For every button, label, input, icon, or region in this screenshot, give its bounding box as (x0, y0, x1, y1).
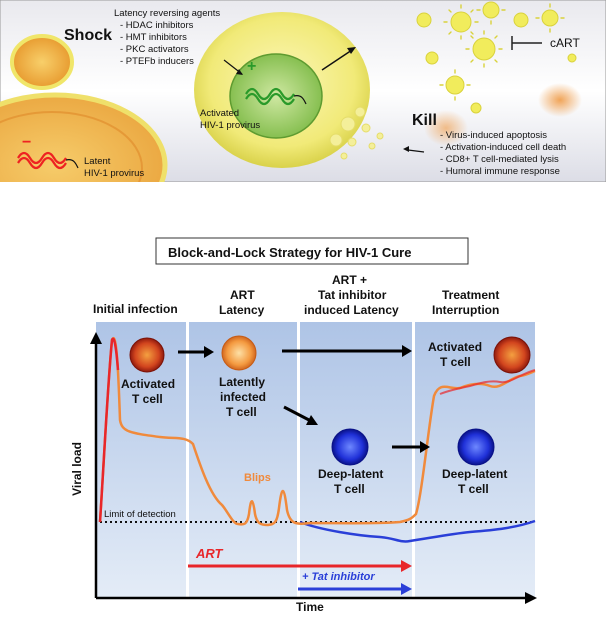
blips-label: Blips (244, 472, 271, 484)
cell-label-latently-infected: Latently (219, 375, 266, 389)
virion-icons (416, 1, 577, 114)
phase-label-art: Latency (219, 303, 265, 317)
kill-item: - Activation-induced cell death (440, 142, 567, 153)
arrow-to-deep-latency (283, 405, 310, 422)
art-label: ART (196, 546, 223, 561)
shock-label: Shock (64, 27, 113, 44)
cell-label-latently-infected: infected (220, 390, 267, 404)
lra-item: - HMT inhibitors (120, 32, 187, 43)
x-axis-label: Time (296, 600, 324, 614)
orange-cell-icon (10, 34, 74, 90)
phase-label-tat: induced Latency (304, 303, 399, 317)
latently-infected-t-cell-icon (221, 335, 257, 371)
cell-label-deep-latent: T cell (334, 482, 365, 496)
cell-label-deep-latent-2: T cell (458, 482, 489, 496)
lra-item: - PKC activators (120, 44, 189, 55)
kill-item: - Humoral immune response (440, 166, 560, 177)
cell-label-activated-2: T cell (440, 355, 471, 369)
shock-and-kill-panel: Shock Latency reversing agents - HDAC in… (0, 0, 606, 182)
phase-label-tat: Tat inhibitor (318, 288, 387, 302)
tat-inhibitor-label: + Tat inhibitor (302, 571, 375, 583)
cell-label-latently-infected: T cell (226, 405, 257, 419)
red-curve (98, 337, 120, 523)
limit-of-detection-label: Limit of detection (104, 509, 176, 520)
diagram-title: Block-and-Lock Strategy for HIV-1 Cure (168, 245, 412, 260)
kill-item: - CD8+ T cell-mediated lysis (440, 154, 559, 165)
lra-title: Latency reversing agents (114, 8, 221, 19)
cell-label-deep-latent-2: Deep-latent (442, 467, 508, 481)
nucleus-icon (229, 53, 323, 139)
lra-item: - PTEFb inducers (120, 56, 194, 67)
latent-provirus-label: HIV-1 provirus (84, 168, 145, 179)
activated-t-cell-icon-2 (493, 336, 531, 374)
phase-label-interruption: Treatment (442, 288, 500, 302)
blurred-cell-icon (538, 83, 582, 117)
cell-label-activated-2: Activated (428, 340, 483, 354)
phase-label-interruption: Interruption (432, 303, 500, 317)
kill-label: Kill (412, 112, 437, 129)
phase-label-art: ART (230, 288, 255, 302)
orange-curve (98, 337, 536, 527)
y-axis-label: Viral load (69, 442, 84, 496)
block-and-lock-diagram: Block-and-Lock Strategy for HIV-1 Cure I… (0, 182, 606, 618)
viral-load-diagram (90, 237, 537, 604)
kill-item: - Virus-induced apoptosis (440, 130, 548, 141)
shock-kill-illustration (0, 0, 606, 182)
latent-provirus-label: Latent (84, 156, 111, 167)
activated-provirus-label: HIV-1 provirus (200, 120, 261, 131)
phase-label-tat: ART + (332, 273, 368, 287)
phase-label-initial: Initial infection (93, 302, 178, 316)
plus-icon: + (247, 58, 257, 75)
apoptotic-blebs-icon (329, 106, 384, 160)
deep-latent-t-cell-icon (331, 428, 369, 466)
blue-curve (299, 519, 536, 543)
cell-label-deep-latent: Deep-latent (318, 467, 384, 481)
cell-label-activated: Activated (121, 377, 176, 391)
minus-icon: − (22, 134, 32, 151)
lra-item: - HDAC inhibitors (120, 20, 194, 31)
activated-provirus-label: Activated (200, 108, 240, 119)
cell-label-activated: T cell (132, 392, 163, 406)
activated-t-cell-icon (129, 337, 165, 373)
deep-latent-t-cell-icon-2 (457, 428, 495, 466)
cart-label: cART (550, 36, 580, 50)
title-box (155, 237, 469, 265)
